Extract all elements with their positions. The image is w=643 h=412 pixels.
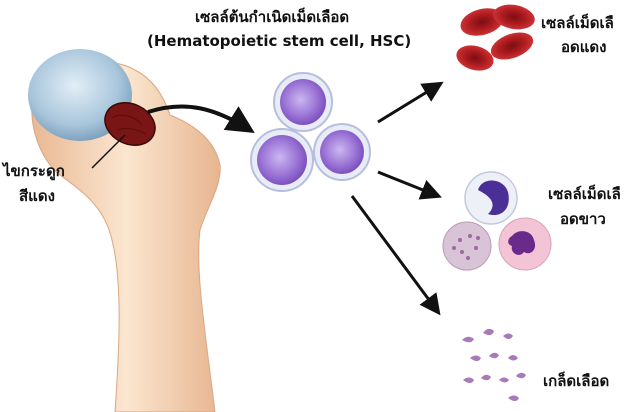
platelet <box>462 337 474 343</box>
neutrophil <box>499 218 551 270</box>
white-blood-cell-label-line1: เซลล์เม็ดเลื <box>548 185 621 204</box>
diagram-title-thai: เซลล์ต้นกำเนิดเม็ดเลือด <box>195 8 349 27</box>
platelet <box>470 356 481 362</box>
arrow-to-red-cells <box>378 84 440 122</box>
platelets <box>462 329 526 401</box>
platelet <box>463 378 474 384</box>
diagram-title-english: (Hematopoietic stem cell, HSC) <box>147 32 411 51</box>
red-marrow-label-line2: สีแดง <box>19 187 55 206</box>
red-blood-cell-label-line1: เซลล์เม็ดเลื <box>541 14 614 33</box>
arrow-to-white-cells <box>378 172 438 196</box>
platelet <box>481 375 491 381</box>
red-blood-cell-label-line2: อดแดง <box>561 38 606 57</box>
platelet <box>503 334 513 340</box>
stem-cell-cluster <box>251 73 370 191</box>
red-blood-cells <box>454 2 537 75</box>
femur-bone <box>28 49 220 412</box>
stem-cell <box>251 129 313 191</box>
stem-cell <box>314 124 370 180</box>
platelet <box>489 353 499 359</box>
platelet <box>499 378 509 383</box>
platelet <box>516 373 526 379</box>
eosinophil <box>443 222 491 270</box>
platelet <box>483 329 494 335</box>
arrow-to-platelets <box>352 196 438 312</box>
red-blood-cell <box>487 27 537 65</box>
red-blood-cell <box>454 41 497 74</box>
lymphocyte <box>465 172 517 224</box>
red-marrow-label-line1: ไขกระดูก <box>3 162 65 181</box>
white-blood-cells <box>443 172 551 270</box>
white-blood-cell-label-line2: อดขาว <box>560 210 606 229</box>
platelet-label: เกล็ดเลือด <box>543 372 609 391</box>
stem-cell <box>274 73 332 131</box>
platelet <box>508 355 518 361</box>
platelet <box>508 396 519 402</box>
